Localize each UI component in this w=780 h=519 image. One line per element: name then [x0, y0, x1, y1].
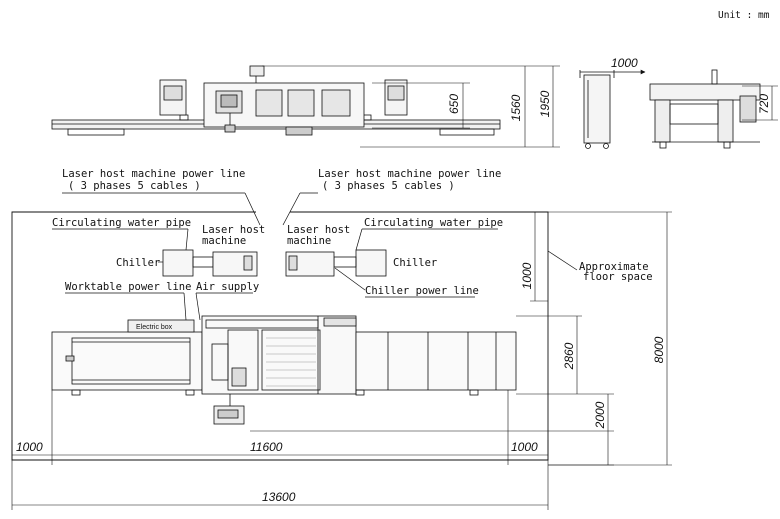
label-laser-host-left-1: Laser host	[202, 224, 265, 236]
label-laser-host-left-2: machine	[202, 235, 246, 247]
label-water-pipe-right: Circulating water pipe	[364, 217, 503, 229]
front-elevation-dims	[262, 65, 560, 148]
label-chiller-right: Chiller	[393, 257, 437, 269]
dim-2860: 2860	[562, 342, 576, 370]
label-chiller-left: Chiller	[116, 257, 160, 269]
dim-1000-plan-v: 1000	[520, 262, 534, 289]
label-worktable-power-line: Worktable power line	[65, 281, 191, 293]
floor-space-outline	[11, 211, 549, 461]
label-approx-floor-1: Approximate	[579, 261, 649, 273]
label-laser-host-right-1: Laser host	[287, 224, 350, 236]
side-cabinet-view	[579, 69, 646, 149]
dim-720-lines	[742, 85, 778, 121]
label-laser-host-right-2: machine	[287, 235, 331, 247]
label-water-pipe-left: Circulating water pipe	[52, 217, 191, 229]
dim-720: 720	[757, 94, 771, 114]
dim-1560: 1560	[509, 94, 523, 121]
machine-hatch	[266, 337, 316, 387]
label-power-line-left: Laser host machine power line	[62, 168, 245, 180]
dim-8000: 8000	[652, 336, 666, 363]
label-approx-floor-2: floor space	[583, 271, 653, 283]
leader-lines	[52, 192, 578, 321]
dim-11600: 11600	[250, 440, 283, 454]
label-air-supply: Air supply	[196, 281, 259, 293]
machine-plan	[51, 315, 517, 425]
dim-650: 650	[447, 94, 461, 114]
plan-dim-lines	[11, 211, 672, 510]
label-power-line-right: Laser host machine power line	[318, 168, 501, 180]
side-machine-view	[649, 69, 761, 149]
label-phases-left: ( 3 phases 5 cables )	[68, 180, 201, 192]
dim-1000-right: 1000	[511, 440, 538, 454]
chiller-units	[162, 249, 387, 277]
dim-1000-side: 1000	[611, 56, 638, 70]
dim-1000-left: 1000	[16, 440, 43, 454]
dim-13600: 13600	[262, 490, 296, 504]
label-phases-right: ( 3 phases 5 cables )	[322, 180, 455, 192]
front-elevation	[51, 65, 501, 136]
unit-label: Unit : mm	[718, 10, 770, 21]
dim-1950: 1950	[538, 90, 552, 117]
label-chiller-power-line: Chiller power line	[365, 285, 479, 297]
label-electric-box: Electric box	[136, 324, 173, 331]
laser-host-units	[212, 251, 335, 277]
dim-2000: 2000	[593, 401, 607, 429]
